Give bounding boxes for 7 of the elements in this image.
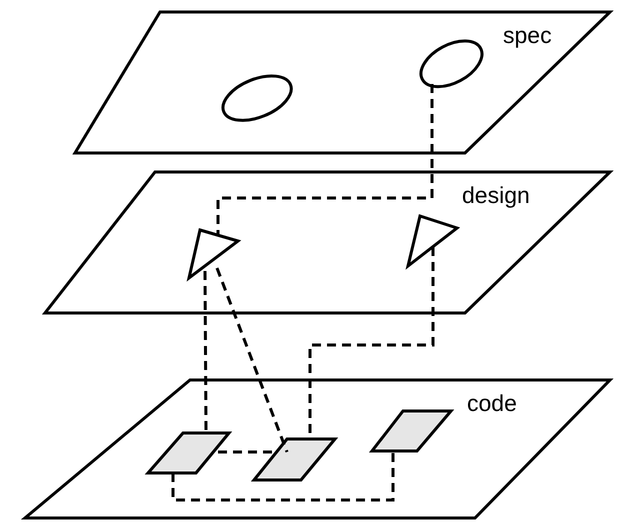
dashed-connector [216,84,434,236]
dashed-connector [172,451,394,502]
layer-label: spec [503,22,552,48]
dashed-connector [204,271,208,433]
layer-label: design [462,182,530,208]
layer-label: code [467,390,517,416]
dashed-connector [216,267,288,453]
